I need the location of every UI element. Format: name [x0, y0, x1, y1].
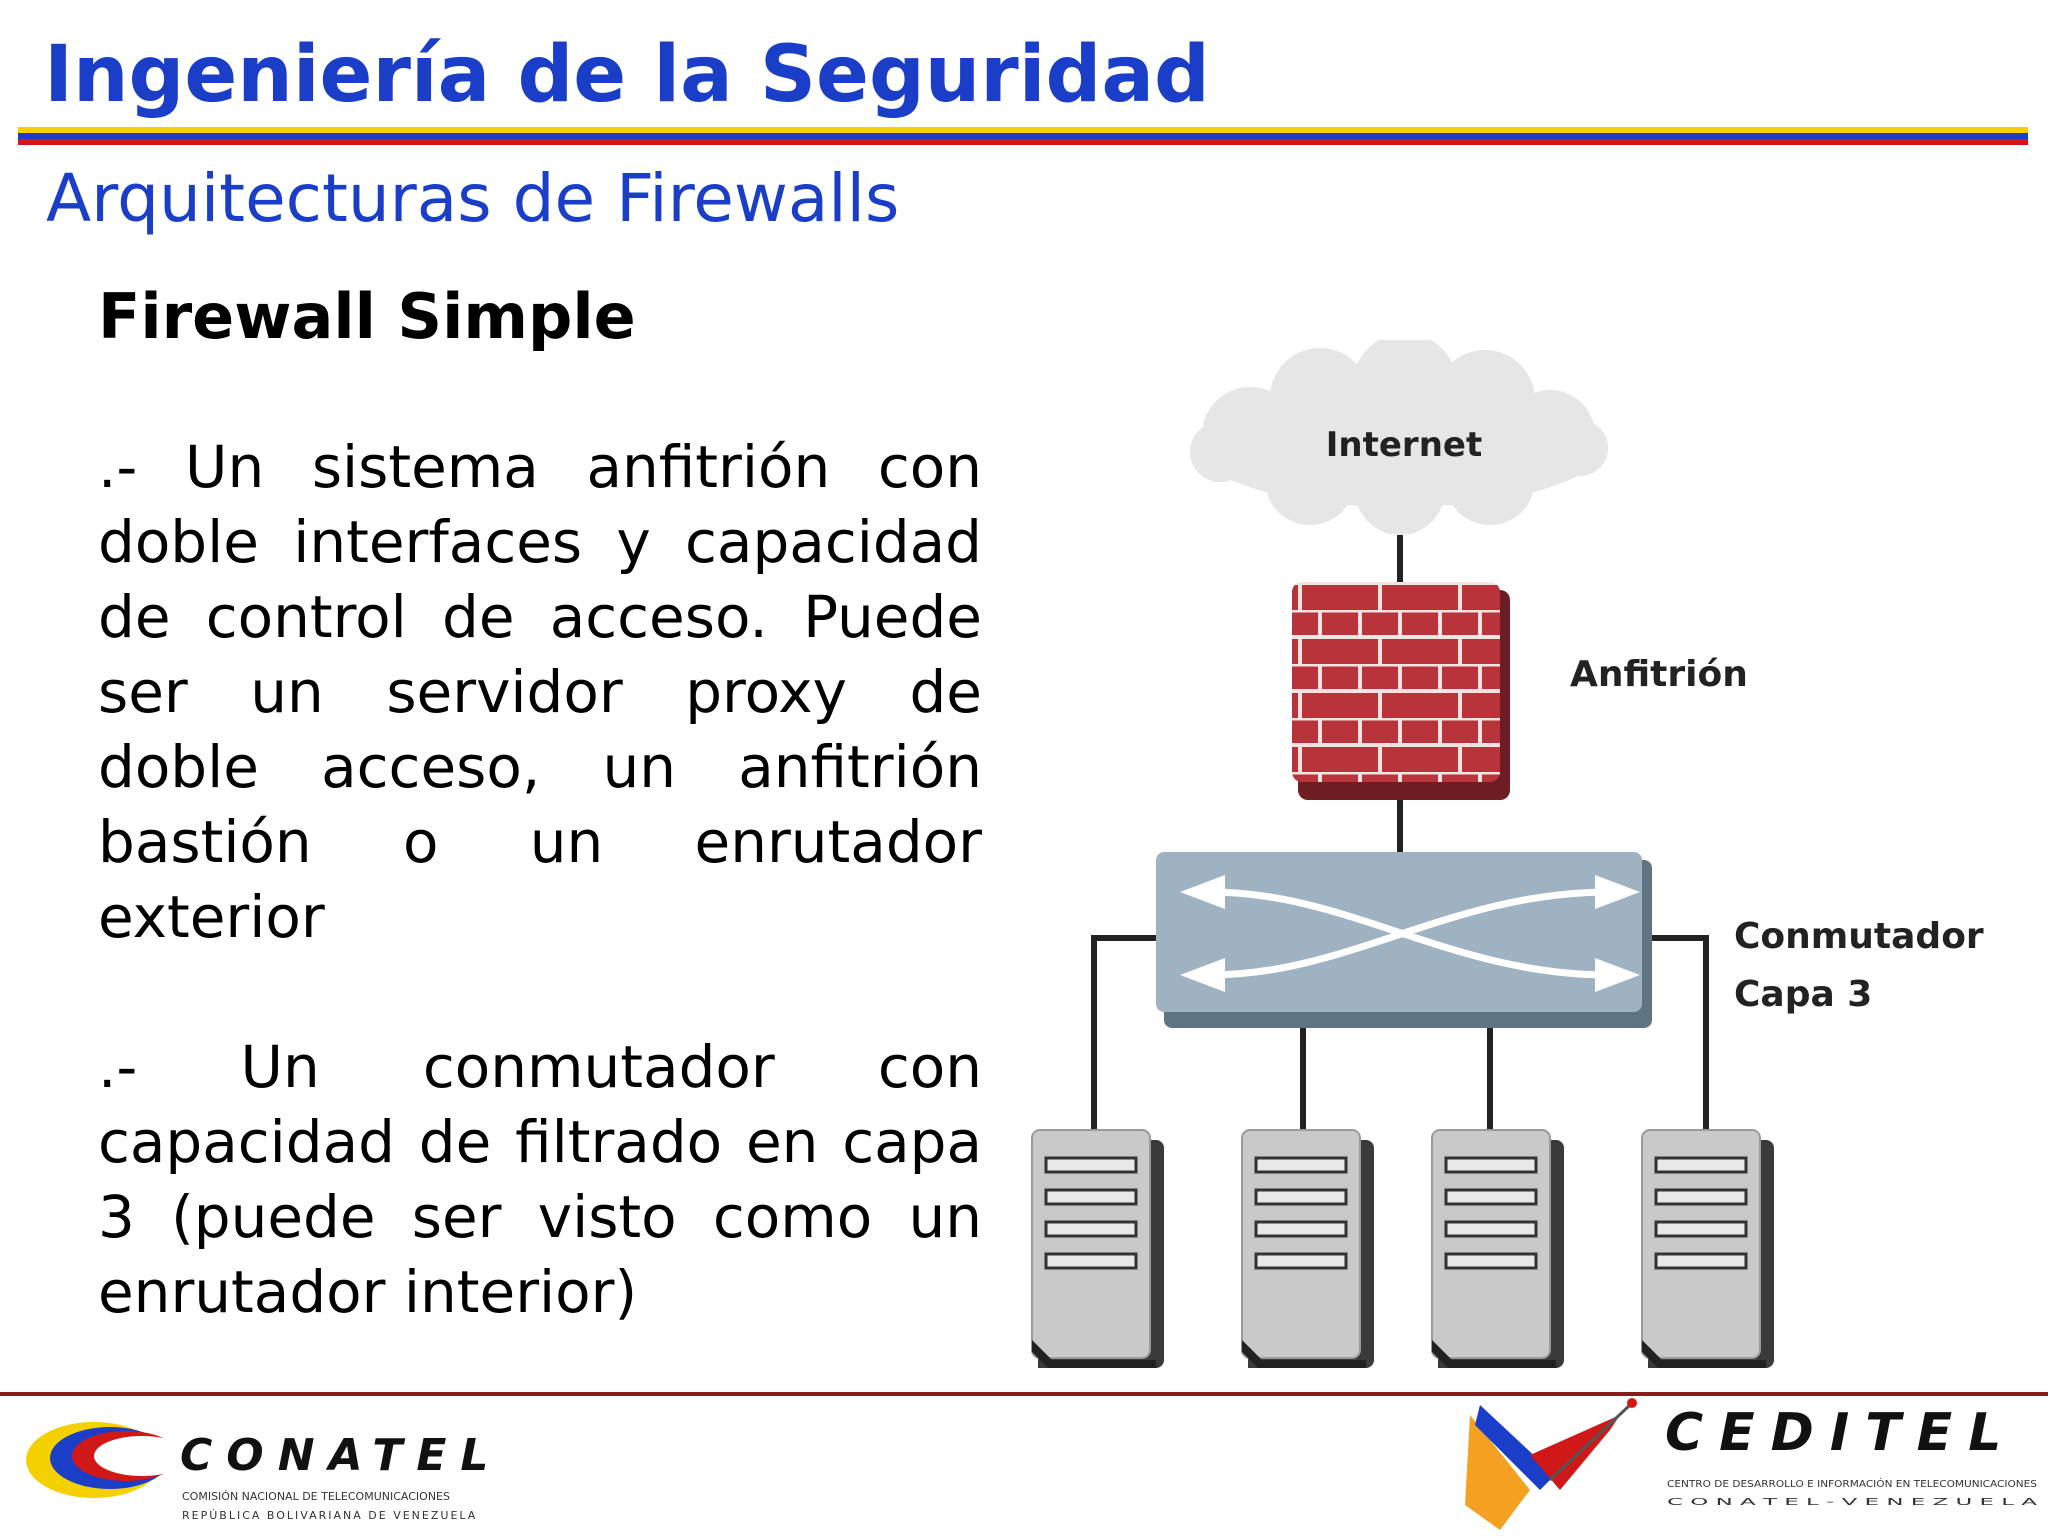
server-icon — [1031, 1129, 1164, 1368]
slide-subtitle: Arquitecturas de Firewalls — [46, 160, 900, 237]
conatel-logo: CONATEL COMISIÓN NACIONAL DE TELECOMUNIC… — [26, 1422, 502, 1522]
conatel-caption-2: REPÚBLICA BOLIVARIANA DE VENEZUELA — [182, 1509, 477, 1522]
paragraph-host: .- Un sistema anfitrión con doble interf… — [98, 433, 982, 951]
conatel-wordmark: CONATEL — [180, 1430, 502, 1481]
layer3-switch-icon — [1156, 852, 1652, 1028]
ceditel-wordmark: CEDITEL — [1665, 1403, 2017, 1463]
conatel-emblem-icon — [26, 1422, 190, 1498]
internet-cloud-icon: Internet — [1190, 340, 1608, 535]
host-label: Anfitrión — [1570, 654, 1748, 695]
stripe-blue — [18, 133, 2028, 139]
network-links — [1091, 535, 1709, 1130]
server-icon — [1641, 1129, 1774, 1368]
server-group — [1031, 1129, 1774, 1368]
internet-label: Internet — [1326, 425, 1482, 465]
switch-label-line2: Capa 3 — [1734, 974, 1872, 1015]
server-icon — [1241, 1129, 1374, 1368]
firewall-diagram: Internet Anfitrión Conmutador Capa 3 — [1031, 340, 1984, 1368]
ceditel-caption-1: CENTRO DE DESARROLLO E INFORMACIÓN EN TE… — [1667, 1477, 2037, 1490]
ceditel-caption-2: C O N A T E L - V E N E Z U E L A — [1667, 1497, 2037, 1508]
firewall-brick-icon — [1292, 582, 1510, 800]
slide-title: Ingeniería de la Seguridad — [44, 30, 1210, 120]
section-heading: Firewall Simple — [98, 280, 636, 353]
conatel-caption-1: COMISIÓN NACIONAL DE TELECOMUNICACIONES — [182, 1490, 450, 1503]
ceditel-emblem-icon — [1465, 1398, 1637, 1530]
footer-divider — [0, 1392, 2048, 1396]
stripe-red — [18, 139, 2028, 145]
paragraph-switch: .- Un conmutador con capacidad de filtra… — [98, 1033, 982, 1326]
ceditel-logo: CEDITEL CENTRO DE DESARROLLO E INFORMACI… — [1465, 1398, 2037, 1530]
server-icon — [1431, 1129, 1564, 1368]
stripe-yellow — [18, 127, 2028, 133]
switch-label-line1: Conmutador — [1734, 916, 1984, 957]
title-divider-stripes — [18, 127, 2028, 145]
